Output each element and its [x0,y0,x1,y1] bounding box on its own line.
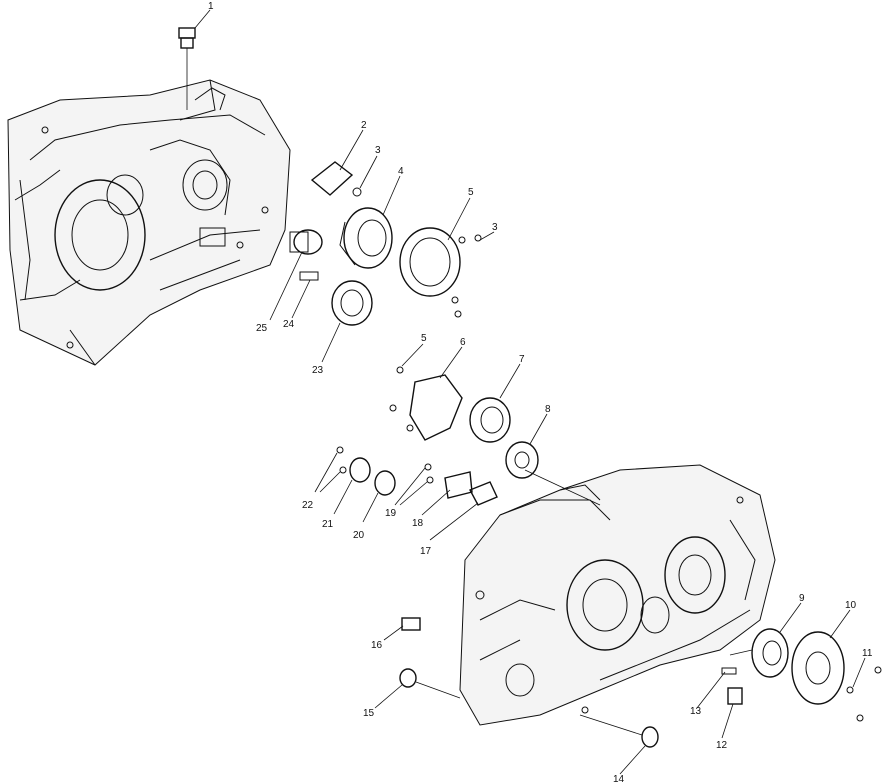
part-17-plate [469,481,498,506]
part-13-pin [721,667,737,675]
part-4-bearing [339,207,393,269]
part-14-seal [579,714,659,748]
callout-18: 18 [412,518,424,529]
callout-17: 17 [420,546,432,557]
callout-1: 1 [208,1,214,12]
callout-9: 9 [799,593,805,604]
part-24-pin [299,271,319,281]
callout-25: 25 [256,323,268,334]
callout-3: 3 [375,145,381,156]
callout-24: 24 [283,319,295,330]
part-21-clip [349,457,371,483]
callout-16: 16 [371,640,383,651]
callout-22: 22 [302,500,314,511]
part-19-bolts [424,463,434,484]
left-crankcase-half [7,79,291,366]
callout-5: 5 [468,187,474,198]
callout-7: 7 [519,354,525,365]
callout-11: 11 [862,648,873,659]
part-8-seal [505,441,539,479]
callout-13: 13 [690,706,702,717]
part-12-plug [727,687,743,705]
callout-21: 21 [322,519,334,530]
callout-15: 15 [363,708,375,719]
part-7-bearing [469,397,511,443]
callout-10: 10 [845,600,857,611]
part-22-bolts [336,446,347,474]
part-16-dowel [401,617,421,631]
part-20-seal [374,470,396,496]
part-3-bolt-a [352,187,362,197]
part-15-seal [399,668,461,699]
part-1-plug [178,27,196,110]
callout-labels: 1 2 3 4 5 3 25 24 23 5 6 7 8 22 21 20 19… [208,1,873,783]
callout-2: 2 [361,120,367,131]
callout-23: 23 [312,365,324,376]
callout-6: 6 [460,337,466,348]
callout-4: 4 [398,166,404,177]
callout-20: 20 [353,530,365,541]
part-25-bushing [289,229,323,255]
part-9-bearing [751,628,789,678]
callout-8: 8 [545,404,551,415]
part-2-gasket-plate [310,161,354,196]
callout-19: 19 [385,508,397,519]
right-crankcase-half [459,464,776,726]
callout-3-right: 3 [492,222,498,233]
part-10-cover [791,631,845,705]
callout-14: 14 [613,774,625,783]
part-18-bracket [444,471,473,499]
part-6-cover-gasket [389,366,463,441]
part-23-bearing [331,280,373,326]
callout-12: 12 [716,740,728,751]
leader-lines [194,9,866,775]
part-5-gasket [399,227,482,318]
part-11-bolts [846,666,882,722]
callout-5-lower: 5 [421,333,427,344]
